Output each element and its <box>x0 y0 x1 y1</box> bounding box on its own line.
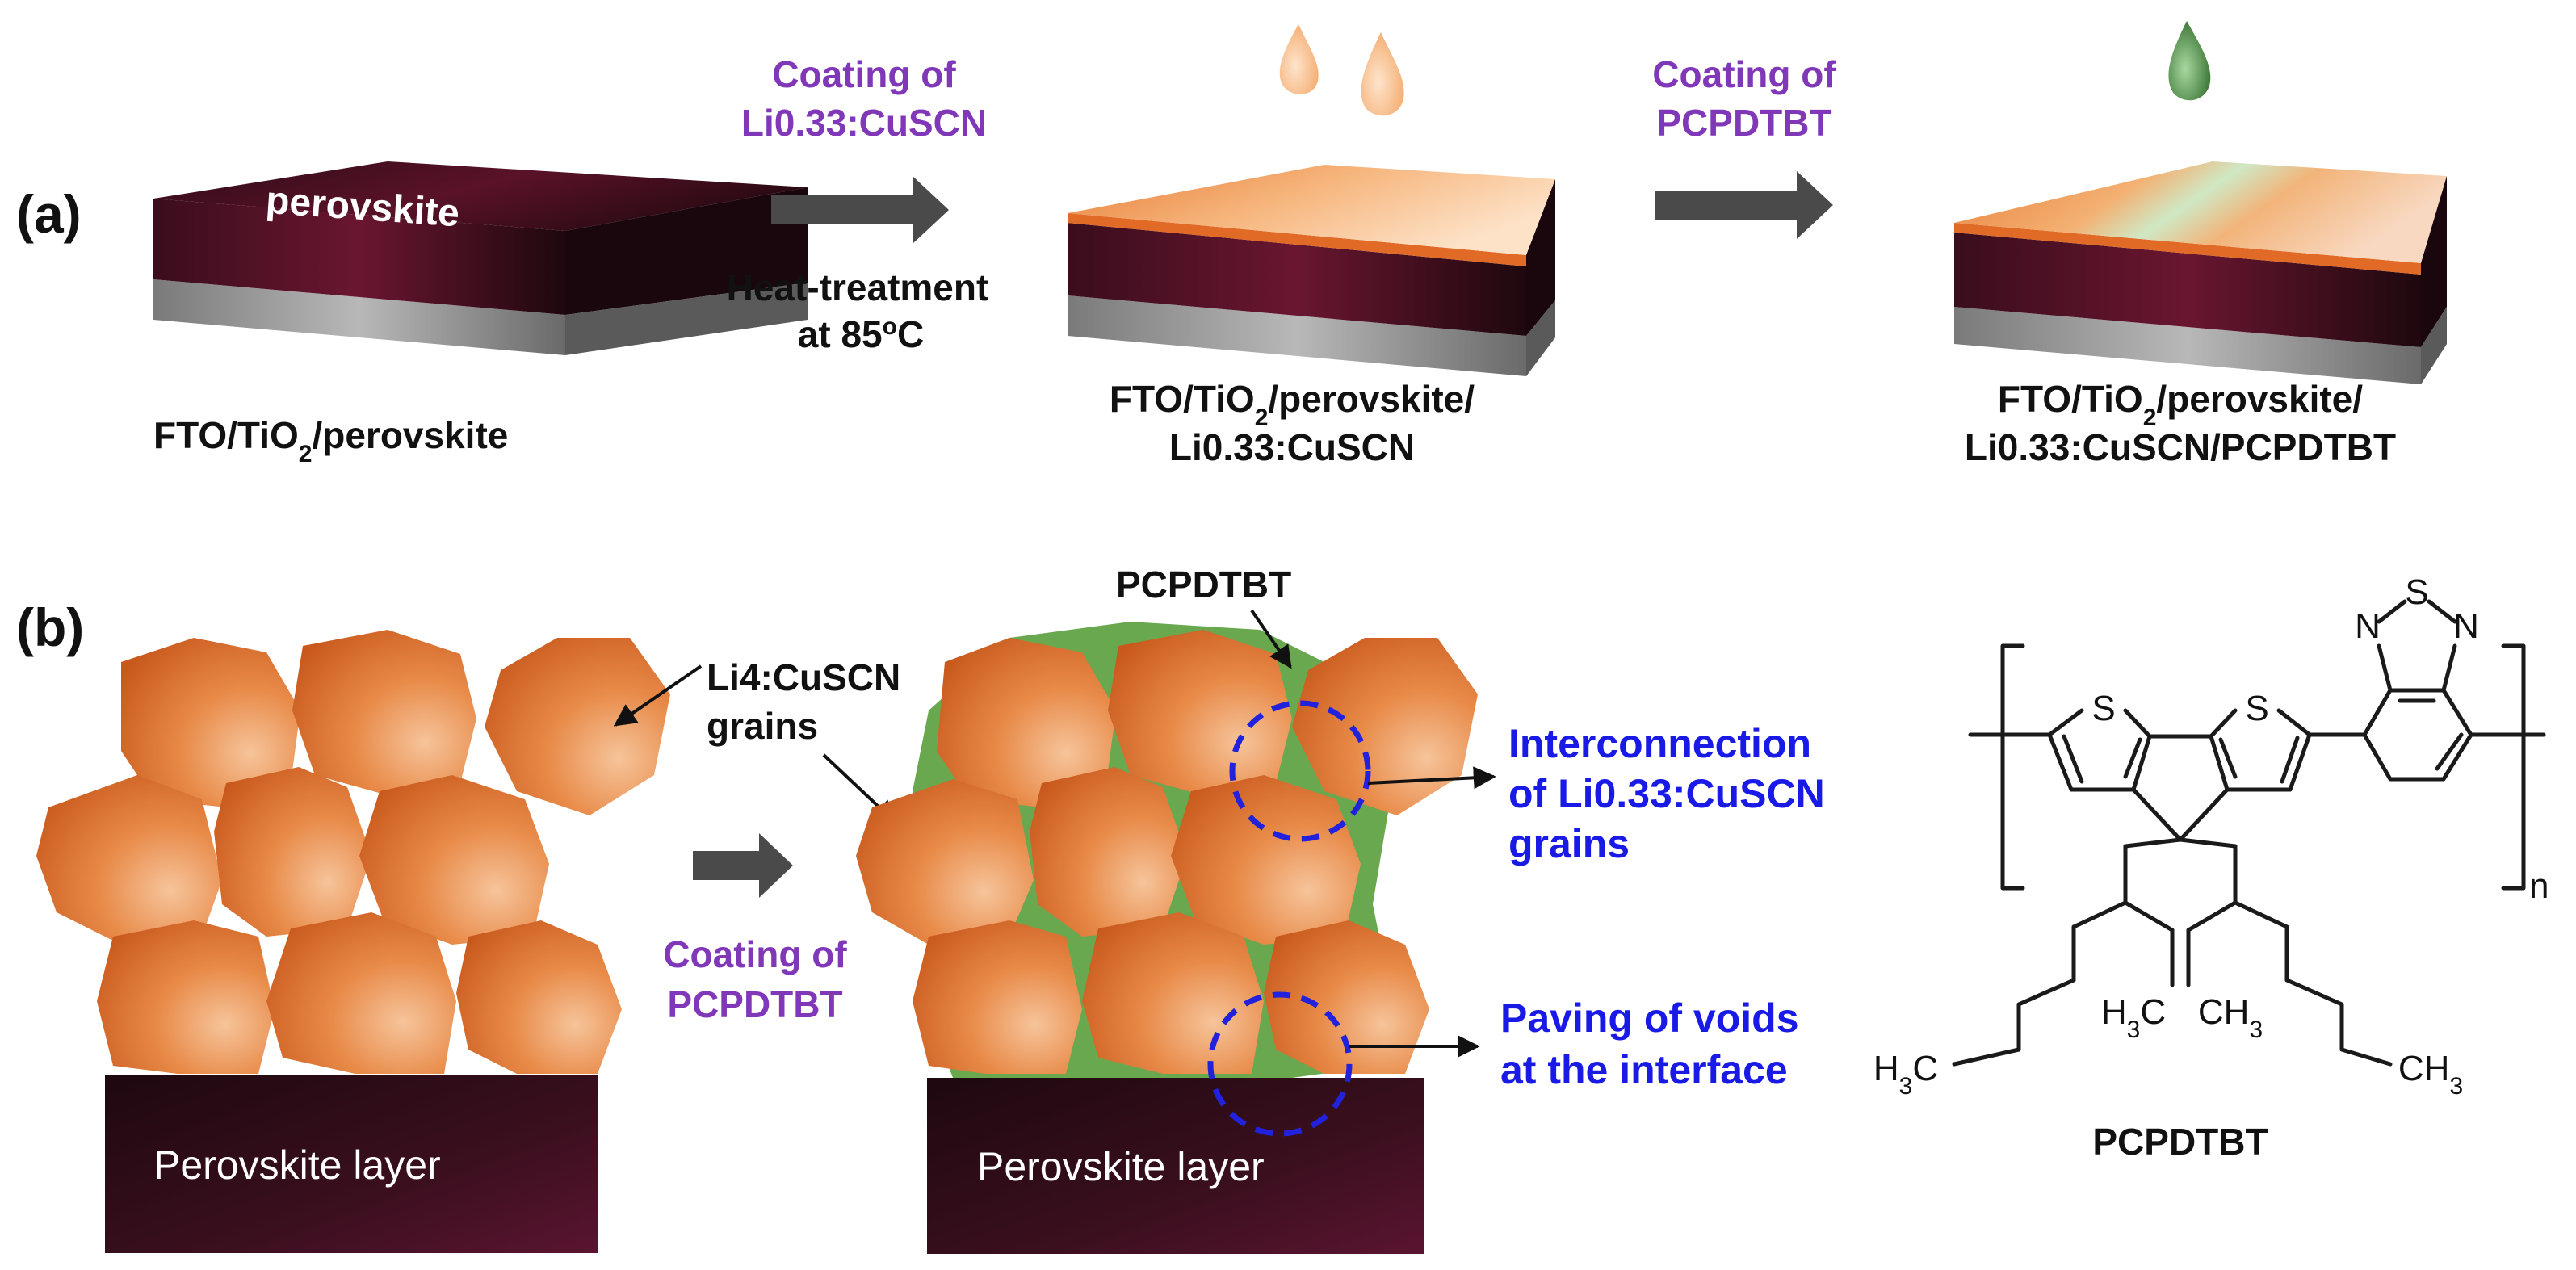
atom-s-thiadiazole: S <box>2405 572 2428 612</box>
methyl-inner-left: H3C <box>2101 992 2166 1043</box>
callout1-arrow <box>1367 766 1496 790</box>
methyl-outer-left: H3C <box>1873 1049 1938 1100</box>
atom-n-left: N <box>2355 606 2381 646</box>
device3-caption-line2: Li0.33:CuSCN/PCPDTBT <box>1965 426 2396 468</box>
heat-line2: at 85oC <box>798 313 924 356</box>
atom-s-right: S <box>2245 689 2268 728</box>
device1-caption: FTO/TiO2/perovskite <box>153 414 508 467</box>
pcpdtbt-droplet <box>2168 21 2211 101</box>
grains-pointer-left <box>613 664 703 727</box>
methyl-inner-right: CH3 <box>2198 992 2263 1043</box>
structure-name: PCPDTBT <box>2092 1121 2268 1163</box>
process-arrow-b <box>693 833 793 898</box>
cuscn-droplet-1 <box>1279 24 1319 94</box>
callout2-line2: at the interface <box>1500 1047 1788 1092</box>
grain-stack-before: Perovskite layer <box>36 630 670 1253</box>
right-bracket <box>2501 643 2526 891</box>
callout1-line2: of Li0.33:CuSCN <box>1508 771 1825 816</box>
atom-s-left: S <box>2091 689 2115 728</box>
panel-b-label: (b) <box>16 597 84 657</box>
process-arrow-1 <box>771 176 949 244</box>
grains-label-line2: grains <box>707 705 818 747</box>
process-arrow-2 <box>1655 171 1833 239</box>
device-fto-tio2-perovskite: perovskite <box>153 161 808 355</box>
perovskite-layer-right-label: Perovskite layer <box>977 1144 1265 1189</box>
device-with-cuscn <box>1068 24 1555 376</box>
device-with-pcpdtbt <box>1954 21 2447 384</box>
step1-coat-line2: Li0.33:CuSCN <box>741 102 987 144</box>
step1-coat-line1: Coating of <box>772 53 956 95</box>
grain-stack-after: Perovskite layer <box>856 622 1478 1254</box>
panel-a-label: (a) <box>16 184 82 244</box>
perovskite-layer-left-label: Perovskite layer <box>153 1142 441 1188</box>
step2-coat-line2: PCPDTBT <box>1656 102 1831 144</box>
pcpdtbt-structure: S S S N N H3C CH3 H3C CH3 n PCPDTBT <box>1873 572 2549 1163</box>
methyl-outer-right: CH3 <box>2398 1049 2463 1100</box>
grains-label-line1: Li4:CuSCN <box>707 656 900 698</box>
atom-n-right: N <box>2453 606 2479 646</box>
heat-line1: Heat-treatment <box>727 266 989 308</box>
cuscn-droplet-2 <box>1361 32 1404 116</box>
polymer-label: PCPDTBT <box>1116 564 1291 606</box>
callout2-line1: Paving of voids <box>1500 995 1799 1041</box>
callout1-line1: Interconnection <box>1508 721 1811 766</box>
step-b-coat-line1: Coating of <box>663 933 847 975</box>
step-b-coat-line2: PCPDTBT <box>667 983 842 1025</box>
callout1-line3: grains <box>1508 821 1630 866</box>
perovskite-layer-right <box>927 1078 1424 1254</box>
interconnection-circle <box>1229 700 1371 842</box>
perovskite-layer-left <box>105 1075 598 1253</box>
device3-caption-line1: FTO/TiO2/perovskite/ <box>1998 378 2363 431</box>
polymer-pointer <box>1250 609 1292 669</box>
step2-coat-line1: Coating of <box>1652 53 1836 95</box>
left-bracket <box>2000 643 2025 891</box>
device2-caption-line2: Li0.33:CuSCN <box>1169 426 1415 468</box>
void-paving-circle <box>1207 991 1353 1137</box>
device2-caption-line1: FTO/TiO2/perovskite/ <box>1110 378 1475 431</box>
repeat-index: n <box>2529 866 2549 906</box>
